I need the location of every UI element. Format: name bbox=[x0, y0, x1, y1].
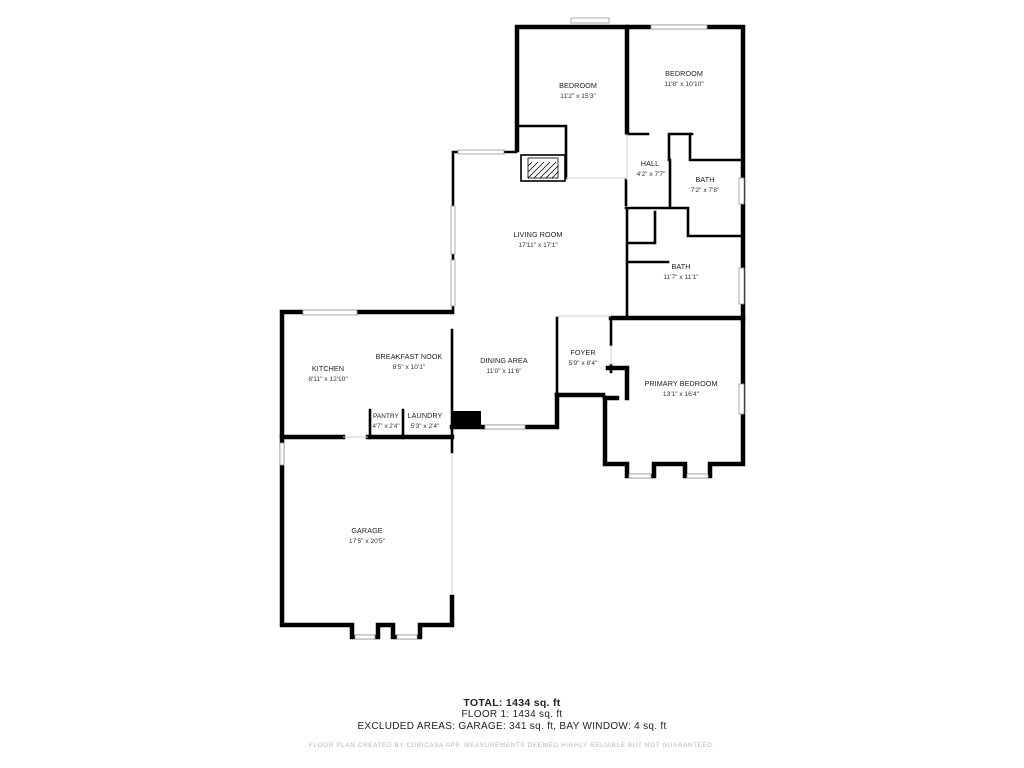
primary-bedroom-window bbox=[738, 383, 745, 415]
room-bedroom-2-name: BEDROOM bbox=[665, 69, 703, 78]
pantry-laundry-walls bbox=[368, 328, 454, 440]
living-room-window-left bbox=[450, 205, 456, 255]
living-room-window-top bbox=[457, 149, 505, 155]
walls bbox=[279, 24, 746, 640]
bedroom-1-window bbox=[570, 17, 610, 24]
room-dining-name: DINING AREA bbox=[480, 356, 528, 365]
primary-closet-wall bbox=[602, 365, 630, 401]
excluded-areas: EXCLUDED AREAS: GARAGE: 341 sq. ft, BAY … bbox=[357, 721, 667, 732]
room-bath-2-name: BATH bbox=[671, 262, 690, 271]
room-laundry-name: LAUNDRY bbox=[408, 411, 443, 420]
bay-window-right bbox=[686, 473, 709, 479]
room-garage-dim: 17'5" x 20'5" bbox=[349, 538, 386, 545]
room-living-dim: 17'11" x 17'1" bbox=[518, 242, 558, 249]
total-area: TOTAL: 1434 sq. ft bbox=[463, 697, 561, 709]
disclaimer-text: FLOOR PLAN CREATED BY CUBICASA APP. MEAS… bbox=[308, 742, 716, 749]
room-hall-name: HALL bbox=[641, 159, 659, 168]
bay-window-left bbox=[628, 473, 652, 479]
room-labels: BEDROOM 11'2" x 15'3" BEDROOM 11'8" x 10… bbox=[308, 69, 720, 545]
room-bedroom-1-name: BEDROOM bbox=[559, 81, 597, 90]
bedroom-2-bottom-wall bbox=[625, 132, 694, 162]
garage-side-window bbox=[279, 442, 285, 466]
room-garage-name: GARAGE bbox=[351, 526, 382, 535]
room-dining-dim: 11'0" x 11'6" bbox=[486, 368, 522, 375]
hall-bath-walls bbox=[624, 132, 745, 238]
bath-2-walls bbox=[625, 208, 670, 320]
living-room-window-lower bbox=[450, 259, 456, 307]
garage-window-left bbox=[354, 634, 376, 640]
room-bedroom-2-dim: 11'8" x 10'10" bbox=[664, 81, 704, 88]
room-bath-2-dim: 11'7" x 11'1" bbox=[663, 274, 699, 281]
fireplace bbox=[520, 154, 566, 182]
openings bbox=[343, 134, 628, 595]
floor-1-area: FLOOR 1: 1434 sq. ft bbox=[461, 709, 563, 720]
bedroom-1-walls bbox=[514, 24, 630, 153]
room-primary-dim: 13'1" x 16'4" bbox=[663, 391, 700, 398]
room-pantry-name: PANTRY bbox=[373, 413, 400, 420]
dining-window bbox=[484, 424, 526, 430]
room-pantry-dim: 4'7" x 2'4" bbox=[372, 423, 399, 430]
room-nook-name: BREAKFAST NOOK bbox=[376, 352, 443, 361]
room-kitchen-dim: 8'11" x 12'10" bbox=[308, 376, 348, 383]
room-foyer-name: FOYER bbox=[570, 348, 595, 357]
room-laundry-dim: 5'3" x 2'4" bbox=[411, 423, 440, 430]
room-primary-name: PRIMARY BEDROOM bbox=[644, 379, 717, 388]
bedroom-2-window bbox=[650, 24, 708, 30]
primary-bedroom-walls bbox=[602, 315, 746, 479]
bedroom-1-inner-wall bbox=[515, 124, 568, 180]
fireplace-hatch bbox=[527, 161, 559, 179]
windows bbox=[279, 17, 745, 640]
room-hall-dim: 4'2" x 7'7" bbox=[637, 171, 666, 178]
garage-window-right bbox=[396, 634, 418, 640]
room-bath-1-name: BATH bbox=[695, 175, 714, 184]
room-living-name: LIVING ROOM bbox=[513, 230, 562, 239]
garage-walls bbox=[279, 434, 455, 640]
kitchen-window bbox=[302, 309, 358, 316]
living-room-left-wall bbox=[451, 150, 518, 312]
bath-2-window bbox=[738, 267, 745, 305]
chimney-block bbox=[453, 411, 481, 428]
room-bath-1-dim: 7'2" x 7'8" bbox=[691, 187, 720, 194]
room-foyer-dim: 5'9" x 8'4" bbox=[569, 360, 598, 367]
area-summary: TOTAL: 1434 sq. ft FLOOR 1: 1434 sq. ft … bbox=[0, 697, 1024, 749]
room-nook-dim: 8'5" x 10'1" bbox=[393, 364, 426, 371]
room-kitchen-name: KITCHEN bbox=[312, 364, 344, 373]
room-bedroom-1-dim: 11'2" x 15'3" bbox=[560, 93, 596, 100]
bath-1-window bbox=[738, 177, 745, 205]
